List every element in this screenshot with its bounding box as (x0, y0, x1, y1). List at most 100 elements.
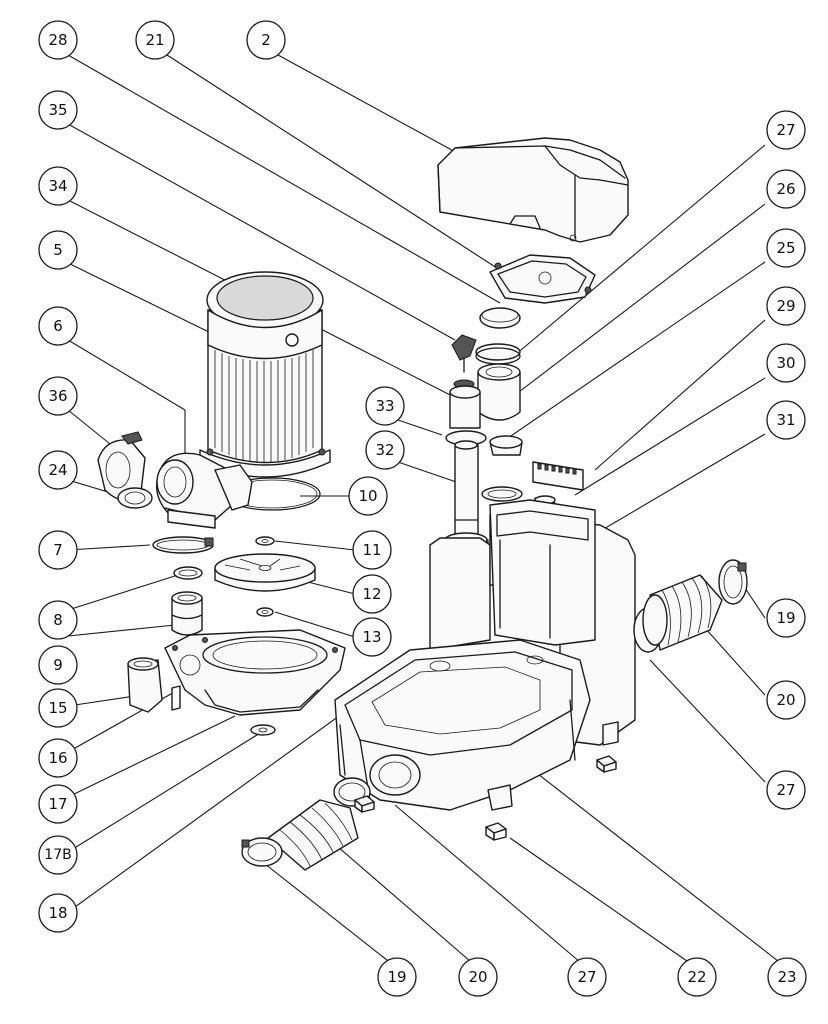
callout-label: 31 (776, 411, 795, 429)
callout-label: 2 (261, 31, 271, 49)
callout-bubble (766, 169, 806, 209)
callout-label: 33 (375, 397, 394, 415)
callout-27-right: 27 (766, 770, 806, 810)
callout-label: 21 (145, 31, 164, 49)
callout-34: 34 (38, 166, 78, 206)
callout-16: 16 (38, 738, 78, 778)
callout-label: 27 (776, 781, 795, 799)
callout-6: 6 (38, 306, 78, 346)
callout-label: 20 (468, 968, 487, 986)
callout-23: 23 (767, 957, 807, 997)
callout-bubble (246, 20, 286, 60)
callout-27-top: 27 (766, 110, 806, 150)
bracket-16 (171, 685, 181, 711)
callout-30: 30 (766, 343, 806, 383)
callout-bubble (677, 957, 717, 997)
control-board (532, 461, 584, 491)
callout-35: 35 (38, 90, 78, 130)
callout-bubble (38, 738, 78, 778)
callout-bubble (38, 530, 78, 570)
callout-bubble (766, 110, 806, 150)
callout-17b: 17B (38, 835, 78, 875)
callout-bubble (38, 688, 78, 728)
callout-label: 27 (776, 121, 795, 139)
clamp-front-19 (241, 837, 283, 867)
top-cover (437, 137, 629, 243)
callout-bubble (767, 957, 807, 997)
callout-bubble (766, 400, 806, 440)
callout-label: 24 (48, 461, 67, 479)
callout-label: 30 (776, 354, 795, 372)
bellows-front (267, 799, 359, 871)
callout-label: 9 (53, 656, 63, 674)
float-switch-assembly (451, 334, 523, 456)
callout-bubble (458, 957, 498, 997)
callout-bubble (766, 228, 806, 268)
callout-label: 32 (375, 441, 394, 459)
callout-label: 18 (48, 904, 67, 922)
callout-bubble (365, 386, 405, 426)
callout-bubble (38, 166, 78, 206)
callout-label: 16 (48, 749, 67, 767)
ring-seal-29 (481, 486, 523, 502)
callout-label: 23 (777, 968, 796, 986)
callout-17: 17 (38, 784, 78, 824)
callout-bubble (38, 306, 78, 346)
callout-label: 19 (387, 968, 406, 986)
pump-motor (199, 271, 331, 478)
callout-20-right: 20 (766, 680, 806, 720)
callout-26: 26 (766, 169, 806, 209)
callout-bubble (766, 286, 806, 326)
rubber-foot-blocks (354, 755, 617, 841)
callout-7: 7 (38, 530, 78, 570)
callout-24: 24 (38, 450, 78, 490)
callout-21: 21 (135, 20, 175, 60)
callout-15: 15 (38, 688, 78, 728)
impeller-12 (214, 553, 316, 592)
callout-label: 26 (776, 180, 795, 198)
bushing-9 (171, 591, 203, 636)
callout-25: 25 (766, 228, 806, 268)
callout-label: 29 (776, 297, 795, 315)
callout-bubble (766, 598, 806, 638)
callout-label: 19 (776, 609, 795, 627)
callout-label: 15 (48, 699, 67, 717)
callout-bubble (352, 574, 392, 614)
callout-bubble (352, 617, 392, 657)
lid-plate (489, 254, 596, 304)
callout-label: 17 (48, 795, 67, 813)
callout-5: 5 (38, 230, 78, 270)
elbow-inlet (97, 431, 253, 529)
callout-28: 28 (38, 20, 78, 60)
main-tank (334, 499, 663, 811)
callout-20-bottom: 20 (458, 957, 498, 997)
callout-bubble (766, 770, 806, 810)
callout-label: 5 (53, 241, 63, 259)
callouts: 28 21 2 35 27 34 26 5 (38, 20, 807, 997)
callout-bubble (766, 680, 806, 720)
gasket-17b (250, 724, 276, 736)
callout-label: 36 (48, 387, 67, 405)
callout-label: 35 (48, 101, 67, 119)
callout-29: 29 (766, 286, 806, 326)
callout-bubble (365, 430, 405, 470)
callout-label: 17B (44, 847, 71, 863)
callout-label: 25 (776, 239, 795, 257)
callout-bubble (38, 230, 78, 270)
callout-label: 11 (362, 541, 381, 559)
clamp-right (718, 559, 748, 605)
callout-bubble (38, 835, 78, 875)
callout-label: 27 (577, 968, 596, 986)
callout-label: 10 (358, 487, 377, 505)
callout-bubble (38, 645, 78, 685)
callout-bubble (352, 530, 392, 570)
washer-13 (256, 607, 274, 617)
callout-bubble (38, 600, 78, 640)
hose-clamp-7 (152, 536, 214, 554)
callout-bubble (38, 893, 78, 933)
callout-bubble (377, 957, 417, 997)
callout-bubble (567, 957, 607, 997)
callout-bubble (38, 90, 78, 130)
